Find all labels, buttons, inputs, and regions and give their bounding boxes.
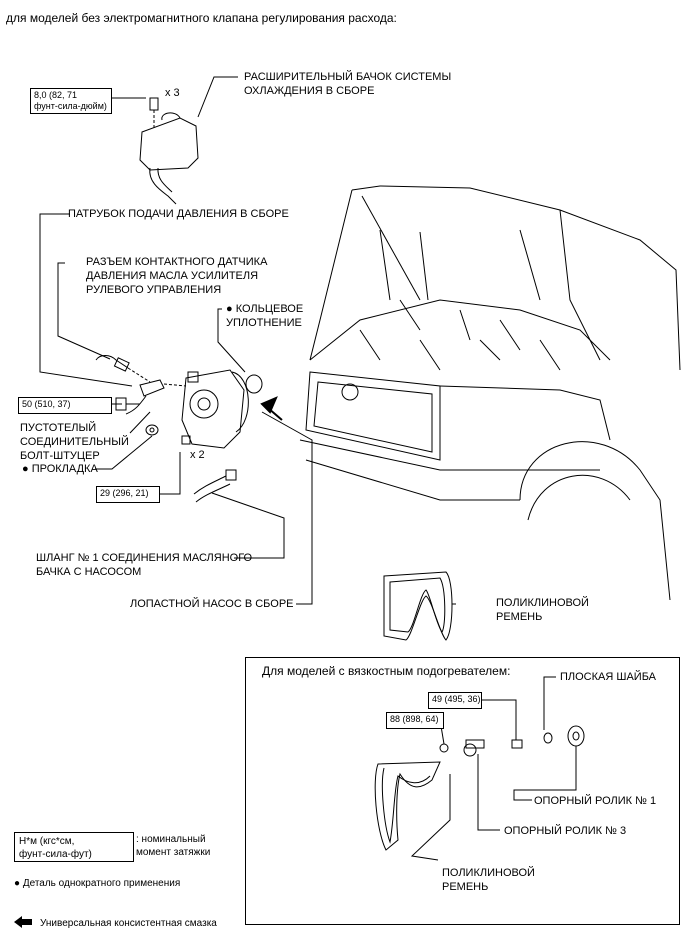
pressure-tube-drawing [125, 379, 187, 415]
inset-title: Для моделей с вязкостным подогревателем: [262, 664, 511, 678]
hose-drawing [193, 469, 237, 503]
switch-connector-drawing [95, 355, 151, 383]
label-belt: ПОЛИКЛИНОВОЙ РЕМЕНЬ [496, 596, 589, 624]
label-o-ring-line2: УПЛОТНЕНИЕ [226, 317, 302, 329]
label-hose-line1: ШЛАНГ № 1 СОЕДИНЕНИЯ МАСЛЯНОГО [36, 552, 253, 564]
o-ring-drawing [245, 374, 263, 394]
inset-belt-drawing [374, 761, 441, 851]
reservoir-tank-drawing [139, 97, 199, 205]
leader-hose [211, 492, 285, 559]
label-gasket: ● ПРОКЛАДКА [22, 463, 98, 475]
torque-box-idler3: 88 (898, 64) [386, 712, 444, 729]
legend-non-reusable: ● Деталь однократного применения [14, 878, 181, 889]
inset-label-belt-line2: РЕМЕНЬ [442, 881, 489, 893]
inset-idler1-drawing [511, 725, 585, 749]
leader-reservoir [197, 76, 238, 118]
legend-torque-desc: : номинальный момент затяжки [136, 833, 210, 859]
qty-reservoir-bolts: x 3 [165, 87, 180, 99]
inset-label-plate-washer: ПЛОСКАЯ ШАЙБА [560, 671, 657, 683]
inset-label-belt: ПОЛИКЛИНОВОЙ РЕМЕНЬ [442, 866, 535, 894]
leader-gasket [95, 435, 153, 470]
legend-grease-arrow-icon [14, 916, 32, 928]
inset-label-idler1: ОПОРНЫЙ РОЛИК № 1 [534, 795, 657, 807]
label-switch-connector: РАЗЪЕМ КОНТАКТНОГО ДАТЧИКА ДАВЛЕНИЯ МАСЛ… [86, 255, 267, 297]
legend-torque-desc-line1: : номинальный [136, 834, 206, 845]
torque-box-reservoir: 8,0 (82, 71 фунт-сила-дюйм) [30, 88, 112, 114]
label-switch-line3: РУЛЕВОГО УПРАВЛЕНИЯ [86, 284, 222, 296]
leader-vane-pump [261, 411, 313, 605]
label-vane-pump: ЛОПАСТНОЙ НАСОС В СБОРЕ [130, 598, 294, 610]
label-reservoir-line2: ОХЛАЖДЕНИЯ В СБОРЕ [244, 85, 375, 97]
inset-label-belt-line1: ПОЛИКЛИНОВОЙ [442, 867, 535, 879]
label-o-ring-line1: ● КОЛЬЦЕВОЕ [226, 303, 304, 315]
vane-pump-drawing [181, 369, 249, 449]
header-note: для моделей без электромагнитного клапан… [6, 11, 397, 25]
torque-reservoir-line1: 8,0 (82, 71 [34, 90, 78, 100]
label-union-bolt: ПУСТОТЕЛЫЙ СОЕДИНИТЕЛЬНЫЙ БОЛТ-ШТУЦЕР [20, 421, 129, 463]
legend-torque-box: Н*м (кгс*см, фунт-сила-фут) [14, 832, 134, 862]
union-bolt-drawing [115, 397, 159, 436]
vehicle-drawing [299, 185, 681, 601]
inset-label-idler3: ОПОРНЫЙ РОЛИК № 3 [504, 825, 627, 837]
belt-drawing [383, 571, 453, 641]
leader-pump-torque [160, 452, 181, 495]
leader-o-ring [217, 308, 246, 373]
torque-box-idler1: 49 (495, 36) [428, 692, 482, 709]
inset-leader-idler1 [513, 746, 577, 801]
label-reservoir-line1: РАСШИРИТЕЛЬНЫЙ БАЧОК СИСТЕМЫ [244, 71, 452, 83]
legend-torque-line2: фунт-сила-фут) [19, 849, 92, 860]
torque-reservoir-line2: фунт-сила-дюйм) [34, 101, 107, 111]
torque-box-pump: 29 (296, 21) [96, 486, 160, 503]
leader-pressure-tube [39, 213, 133, 387]
label-switch-line1: РАЗЪЕМ КОНТАКТНОГО ДАТЧИКА [86, 256, 268, 268]
legend-torque-desc-line2: момент затяжки [136, 847, 211, 858]
label-reservoir: РАСШИРИТЕЛЬНЫЙ БАЧОК СИСТЕМЫ ОХЛАЖДЕНИЯ … [244, 70, 451, 98]
label-o-ring: ● КОЛЬЦЕВОЕ УПЛОТНЕНИЕ [226, 302, 303, 330]
inset-leader-washer [543, 676, 556, 730]
label-belt-line2: РЕМЕНЬ [496, 611, 543, 623]
inset-frame [245, 657, 680, 925]
label-hose-line2: БАЧКА С НАСОСОМ [36, 566, 142, 578]
leader-switch-connector [57, 262, 111, 360]
torque-box-union-bolt: 50 (510, 37) [18, 397, 112, 414]
qty-pump-nuts: x 2 [190, 449, 205, 461]
inset-leader-idler1-torque [482, 699, 517, 740]
legend-torque-line1: Н*м (кгс*см, [19, 836, 75, 847]
inset-leader-idler3 [477, 754, 500, 831]
inset-leader-belt [410, 774, 451, 861]
grease-arrow-icon [260, 396, 283, 421]
label-union-bolt-line3: БОЛТ-ШТУЦЕР [20, 450, 100, 462]
label-union-bolt-line2: СОЕДИНИТЕЛЬНЫЙ [20, 436, 129, 448]
legend-grease: Универсальная консистентная смазка [40, 918, 217, 929]
label-switch-line2: ДАВЛЕНИЯ МАСЛА УСИЛИТЕЛЯ [86, 270, 259, 282]
leader-union-bolt [129, 411, 151, 434]
label-union-bolt-line1: ПУСТОТЕЛЫЙ [20, 422, 97, 434]
label-belt-line1: ПОЛИКЛИНОВОЙ [496, 597, 589, 609]
label-pressure-tube: ПАТРУБОК ПОДАЧИ ДАВЛЕНИЯ В СБОРЕ [68, 208, 289, 220]
label-hose: ШЛАНГ № 1 СОЕДИНЕНИЯ МАСЛЯНОГО БАЧКА С Н… [36, 551, 252, 579]
